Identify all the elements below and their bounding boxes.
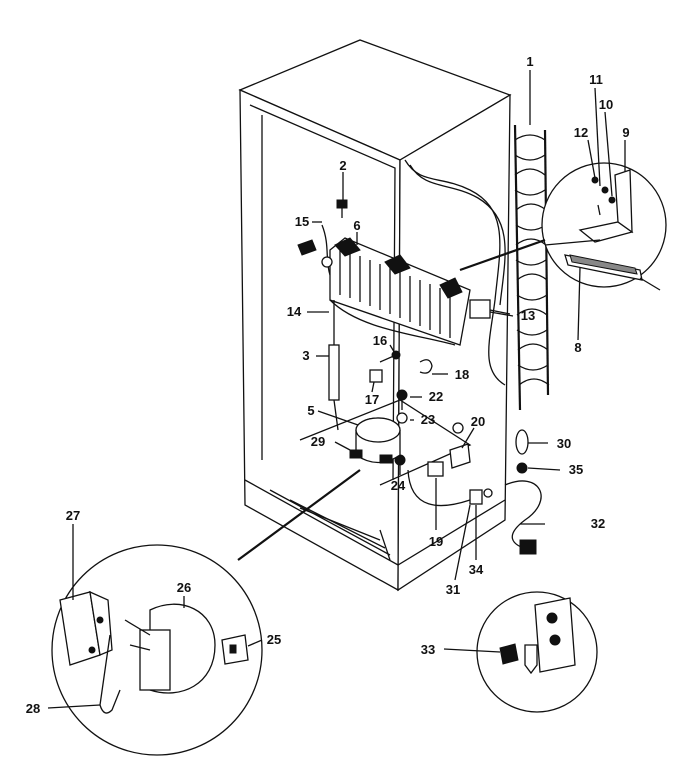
part-3-drier — [328, 300, 340, 431]
part-15-clamp — [297, 224, 333, 276]
label-17: 17 — [365, 392, 379, 407]
label-15: 15 — [295, 214, 309, 229]
label-12: 12 — [574, 125, 588, 140]
cabinet — [238, 39, 512, 592]
label-11: 11 — [589, 72, 603, 87]
label-13: 13 — [521, 308, 535, 323]
label-1: 1 — [526, 54, 533, 69]
compressor — [349, 417, 401, 464]
label-27: 27 — [66, 508, 80, 523]
label-23: 23 — [421, 412, 435, 427]
label-22: 22 — [429, 389, 443, 404]
label-6: 6 — [353, 218, 360, 233]
part-17-bracket — [369, 369, 383, 383]
part-19-overload — [407, 461, 471, 507]
label-28: 28 — [26, 701, 40, 716]
label-33: 33 — [421, 642, 435, 657]
part-13-fan-motor-bracket — [469, 299, 511, 319]
inset-pointer-line — [237, 469, 361, 561]
label-5: 5 — [307, 403, 314, 418]
label-34: 34 — [469, 562, 484, 577]
label-26: 26 — [177, 580, 191, 595]
label-18: 18 — [455, 367, 469, 382]
condenser-coil — [513, 124, 550, 411]
outlet-detail-inset — [476, 591, 598, 713]
part-18-clip — [419, 359, 433, 374]
leader-lines — [47, 70, 626, 709]
part-2-grommet — [336, 199, 348, 218]
label-30: 30 — [557, 436, 571, 451]
label-8: 8 — [574, 340, 581, 355]
label-25: 25 — [267, 632, 281, 647]
label-3: 3 — [302, 348, 309, 363]
part-32-power-cord — [504, 480, 542, 551]
label-16: 16 — [373, 333, 387, 348]
part-22-screw — [396, 389, 408, 410]
label-14: 14 — [287, 304, 302, 319]
part-35-clip — [516, 462, 528, 474]
label-24: 24 — [391, 478, 406, 493]
part-23-grommet — [396, 412, 408, 424]
label-32: 32 — [591, 516, 605, 531]
label-2: 2 — [339, 158, 346, 173]
callout-labels: 1 2 15 6 14 3 16 17 18 22 23 5 29 24 20 … — [26, 54, 630, 716]
label-20: 20 — [471, 414, 485, 429]
suction-tube — [409, 164, 506, 306]
label-10: 10 — [599, 97, 613, 112]
label-9: 9 — [622, 125, 629, 140]
label-29: 29 — [311, 434, 325, 449]
relay-detail-inset — [51, 544, 263, 756]
label-31: 31 — [446, 582, 460, 597]
part-20-relay — [449, 422, 471, 469]
label-35: 35 — [569, 462, 583, 477]
condenser-fan-assembly — [329, 237, 471, 346]
power-plug — [519, 539, 537, 555]
discharge-tube — [404, 159, 506, 386]
part-34-bracket — [469, 488, 493, 505]
label-19: 19 — [429, 534, 443, 549]
part-30-cord-strain — [515, 429, 529, 455]
